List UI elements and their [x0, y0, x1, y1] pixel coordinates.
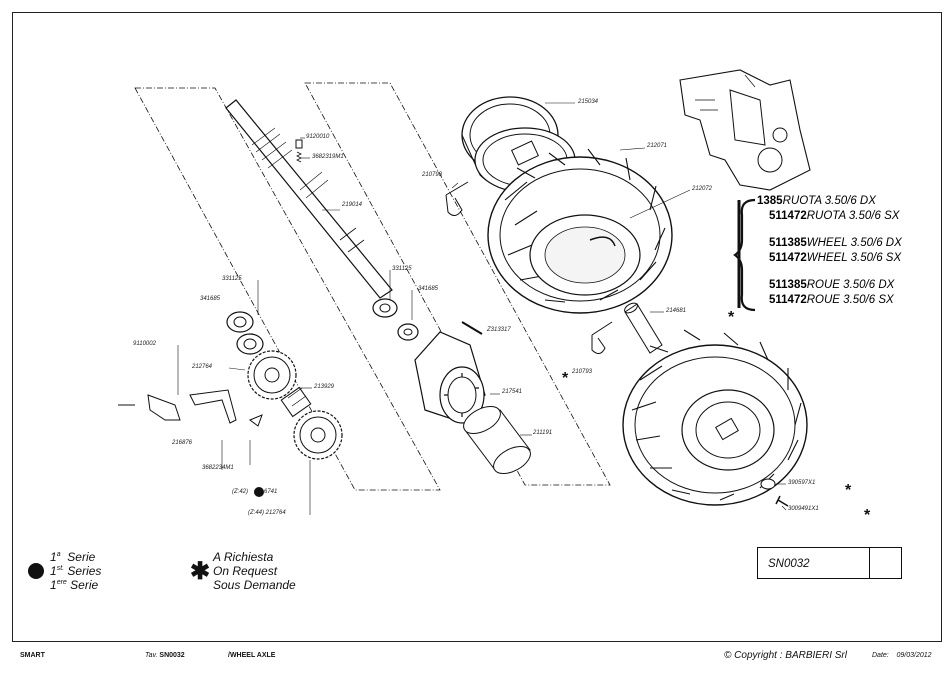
part-label: 219014 — [342, 202, 363, 208]
size-row: 511472ROUE 3.50/6 SX — [769, 294, 894, 306]
legend-series-en: 1st. Series — [50, 564, 102, 578]
bearing-331125-left-shape — [226, 311, 264, 355]
part-label: 212072 — [692, 186, 713, 192]
bearing-331125-right-shape — [372, 298, 419, 341]
part-label: 217541 — [502, 389, 523, 395]
part-label: (Z:42) — [232, 489, 249, 495]
part-label: 213929 — [314, 384, 335, 390]
size-bracket — [733, 198, 756, 312]
size-row: 1385RUOTA 3.50/6 DX — [757, 195, 876, 207]
footer-date: Date: 09/03/2012 — [872, 652, 932, 659]
legend-request-it: A Richiesta — [213, 550, 274, 564]
part-label: 341685 — [200, 296, 221, 302]
footer-model: SMART — [20, 652, 45, 659]
rim-215034-shape — [461, 96, 576, 193]
part-label: 3682319M1 — [312, 154, 344, 160]
footer-copyright: © Copyright : BARBIERI Srl — [724, 650, 847, 661]
part-label: 210793 — [572, 369, 593, 375]
size-row: 511472RUOTA 3.50/6 SX — [769, 210, 900, 222]
svg-text:*: * — [728, 309, 735, 326]
gearbox-housing-shape — [679, 69, 811, 191]
drawing-code: SN0032 — [768, 558, 810, 570]
clip-pin-shape — [445, 181, 613, 354]
part-label: 210793 — [422, 172, 443, 178]
gear-212764-upper-shape — [247, 350, 297, 400]
part-label: 211191 — [533, 430, 553, 436]
part-label: 9110002 — [133, 341, 156, 347]
part-label: 331125 — [222, 276, 242, 282]
legend-request-fr: Sous Demande — [213, 578, 296, 592]
legend-request-en: On Request — [213, 564, 278, 578]
leader-lines — [177, 102, 787, 515]
part-label: 331125 — [392, 266, 412, 272]
part-label: 390597X1 — [788, 480, 816, 486]
part-label: 212071 — [647, 143, 668, 149]
dog-clutch-213929-shape — [280, 386, 312, 418]
gear-212764-lower-shape — [293, 410, 343, 460]
drawing-frame — [12, 12, 942, 642]
svg-text:*: * — [562, 370, 569, 387]
size-row: 511385ROUE 3.50/6 DX — [769, 279, 895, 291]
hub-217541-shape — [414, 331, 486, 424]
part-label: 214681 — [666, 308, 687, 314]
part-label: (Z:44) 212764 — [248, 510, 286, 516]
part-label: 212764 — [192, 364, 213, 370]
footer-section: /WHEEL AXLE — [228, 652, 276, 659]
part-label: 341685 — [418, 286, 439, 292]
guide-band-shaft — [134, 87, 441, 491]
drawing-code-box: SN0032 — [757, 547, 902, 579]
series-dot-6741 — [254, 487, 264, 497]
footer-tav: Tav. SN0032 — [145, 652, 185, 659]
selector-lever-shape — [118, 389, 263, 427]
part-label: 3682234M1 — [202, 465, 234, 471]
part-label: 216876 — [172, 440, 193, 446]
request-asterisks: * * * * — [562, 309, 871, 524]
size-row: 511385WHEEL 3.50/6 DX — [769, 237, 902, 249]
wheel-assembly-shape — [622, 329, 808, 506]
sleeve-211191-shape — [463, 405, 531, 475]
axle-shaft-shape — [225, 99, 393, 299]
code-box-divider — [869, 548, 870, 578]
tyre-212071-shape — [487, 148, 673, 314]
part-label: Z313317 — [487, 327, 511, 333]
svg-text:*: * — [864, 507, 871, 524]
legend-series-fr: 1ere Serie — [50, 578, 99, 592]
size-row: 511472WHEEL 3.50/6 SX — [769, 252, 902, 264]
part-label: 3009491X1 — [788, 506, 819, 512]
part-label: 215034 — [578, 99, 599, 105]
legend-dot-icon — [28, 563, 44, 579]
legend-asterisk-icon: ✱ — [190, 558, 211, 585]
bolt-washer-shape — [760, 478, 789, 507]
legend-series-it: 1a Serie — [50, 550, 96, 564]
spring-pin-shape — [295, 139, 303, 163]
spacer-214681-shape — [624, 302, 663, 354]
part-label: 6741 — [264, 489, 278, 495]
part-label: 9120010 — [306, 134, 330, 140]
svg-text:*: * — [845, 482, 852, 499]
screw-Z313317-shape — [461, 321, 483, 335]
